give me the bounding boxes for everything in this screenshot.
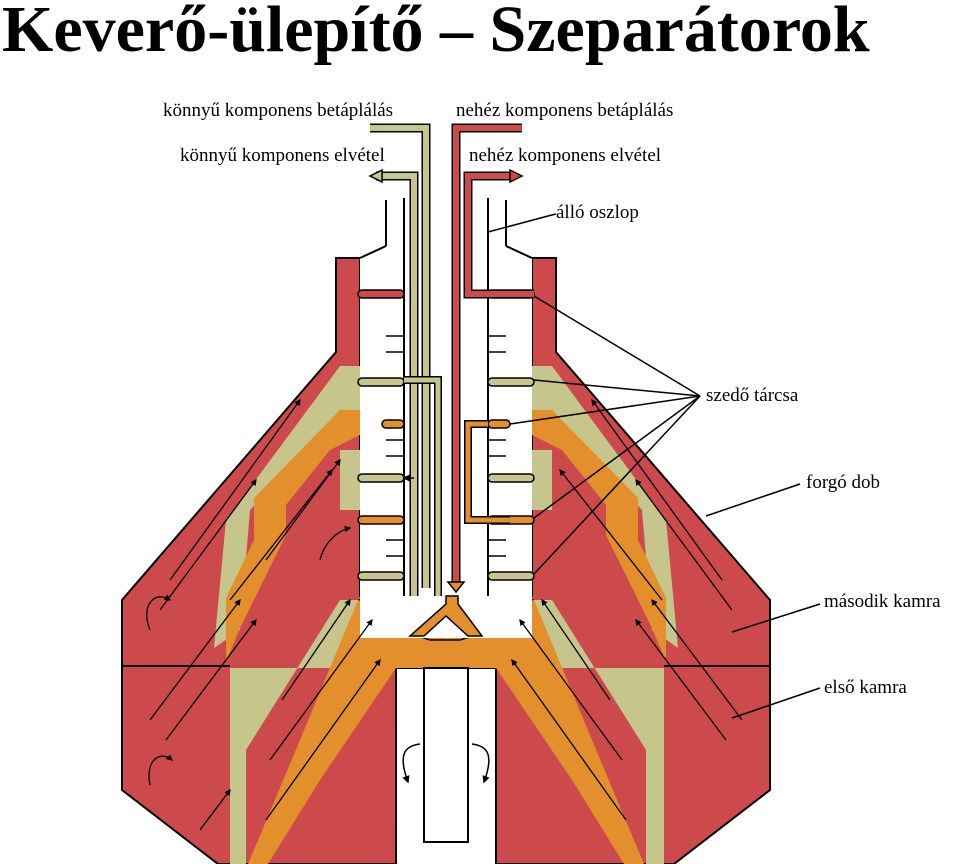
- label-first-chamber: első kamra: [824, 677, 907, 698]
- heavy-feed-pipe: [446, 123, 522, 594]
- label-heavy-out: nehéz komponens elvétel: [469, 145, 661, 166]
- label-heavy-feed: nehéz komponens betáplálás: [456, 100, 673, 121]
- central-shaft: [402, 667, 490, 843]
- heavy-phase-channel: [226, 410, 666, 662]
- label-second-chamber: második kamra: [824, 591, 941, 612]
- light-outlet-pipe: [368, 168, 442, 596]
- label-discs: szedő tárcsa: [706, 385, 799, 406]
- light-feed-pipe: [370, 123, 431, 588]
- flow-arrows: [146, 398, 743, 831]
- label-column: álló oszlop: [556, 202, 639, 223]
- label-light-feed: könnyű komponens betáplálás: [163, 100, 393, 121]
- leader-lines: [509, 213, 821, 719]
- label-drum: forgó dob: [806, 472, 880, 493]
- page-title: Keverő-ülepítő – Szeparátorok: [2, 0, 870, 66]
- label-light-out: könnyű komponens elvétel: [180, 145, 385, 166]
- distributor-y: [408, 595, 484, 637]
- heavy-outlet-pipe: [463, 168, 534, 524]
